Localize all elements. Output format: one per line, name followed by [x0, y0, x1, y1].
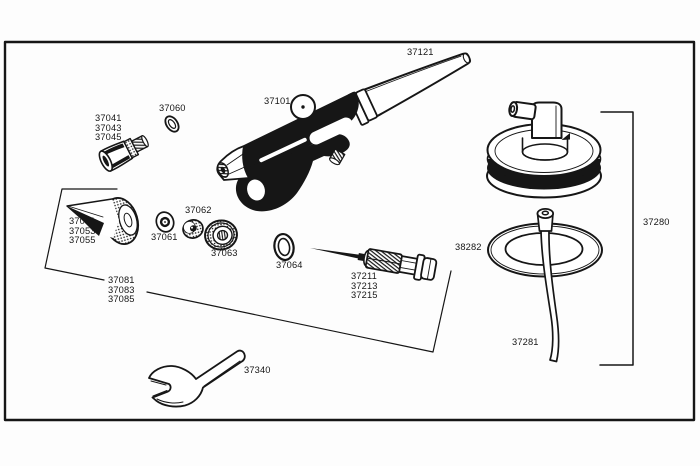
knurled-nut-37063 [204, 219, 238, 251]
label-37055: 37055 [69, 235, 96, 246]
diagram-border [3, 40, 696, 422]
elbow-stub [508, 101, 537, 121]
label-37053: 37053 [69, 225, 96, 236]
airbrush [216, 52, 472, 212]
bracket-group-37081 [44, 188, 452, 353]
label-37062: 37062 [185, 205, 212, 215]
nut-37062 [182, 219, 204, 239]
airbrush-handle [360, 52, 472, 120]
finger-button [290, 94, 316, 120]
label-37083: 37083 [108, 284, 135, 295]
washer-37060 [164, 115, 180, 133]
label-group-37081: 37081 37083 37085 [108, 275, 135, 305]
needle-37211 [310, 248, 438, 281]
label-37340: 37340 [244, 365, 271, 375]
label-37280: 37280 [643, 217, 670, 227]
label-37043: 37043 [95, 122, 122, 133]
bracket-assembly-37280 [599, 111, 634, 366]
jar-cover-37280 [486, 101, 602, 199]
o-ring-37064 [273, 232, 295, 262]
label-37215: 37215 [351, 290, 378, 301]
label-37081: 37081 [108, 275, 135, 285]
label-37063: 37063 [211, 248, 238, 258]
label-37213: 37213 [351, 280, 378, 291]
label-37085: 37085 [108, 294, 135, 305]
label-37051: 37051 [69, 216, 96, 226]
pickup-tube-37281 [536, 207, 560, 363]
spray-regulator-37041 [98, 135, 149, 172]
label-37281: 37281 [512, 337, 539, 347]
knurled-band [487, 159, 601, 182]
label-37064: 37064 [276, 260, 303, 270]
label-37045: 37045 [95, 132, 122, 143]
label-37061: 37061 [151, 232, 178, 242]
label-37101: 37101 [264, 96, 291, 106]
label-37211: 37211 [351, 271, 377, 281]
label-group-37051: 37051 37053 37055 [69, 216, 96, 246]
wrench-37340 [148, 349, 246, 408]
tip-37051 [66, 197, 140, 245]
label-group-37211: 37211 37213 37215 [351, 271, 378, 301]
label-group-37041: 37041 37043 37045 [95, 113, 122, 143]
label-37060: 37060 [159, 103, 186, 113]
label-37041: 37041 [95, 113, 122, 123]
label-37121: 37121 [407, 47, 434, 57]
grip-hole [245, 177, 267, 203]
washer-37061 [155, 211, 175, 233]
siphon-arrow [561, 133, 570, 140]
airbrush-nose [216, 145, 250, 181]
air-valve-stub [329, 148, 346, 166]
label-38282: 38282 [455, 242, 482, 252]
